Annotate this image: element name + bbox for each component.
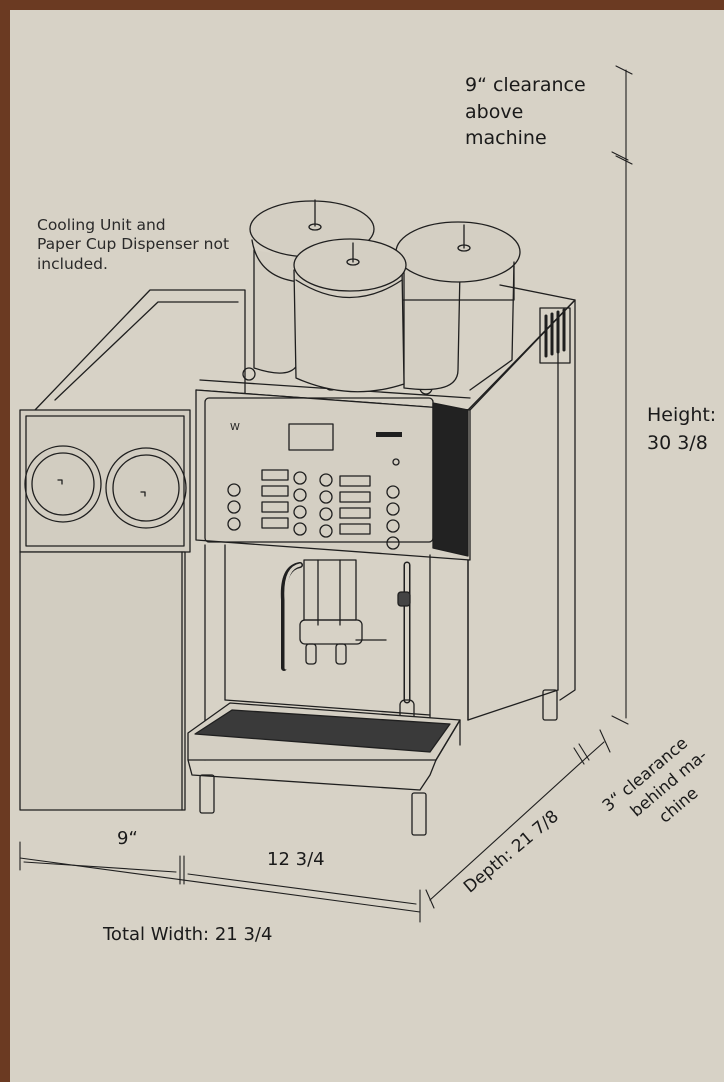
- foot: [411, 792, 427, 836]
- height-value: 30 3/8: [647, 431, 708, 454]
- clearance-line: 9“ clearance: [465, 74, 586, 96]
- machine-body: W: [187, 284, 576, 836]
- note-line: Paper Cup Dispenser not: [37, 235, 230, 254]
- total-width-label: Total Width: 21 3/4: [103, 924, 273, 945]
- cup-holder-right: [105, 447, 187, 529]
- foot: [199, 774, 215, 814]
- cooling-unit-note: Cooling Unit and Paper Cup Dispenser not…: [37, 216, 229, 274]
- foot: [542, 689, 558, 721]
- note-line: included.: [37, 254, 108, 273]
- clearance-line: above: [465, 100, 524, 123]
- diagram-frame: W: [10, 10, 724, 1082]
- cup-holder-left: [24, 445, 102, 523]
- control-buttons: [227, 469, 400, 550]
- drip-tray: [187, 702, 461, 791]
- note-line: Cooling Unit and: [37, 216, 166, 234]
- bean-hoppers: [249, 199, 521, 393]
- cooling-width-label: 9“: [117, 828, 138, 849]
- machine-illustration: W: [19, 65, 633, 923]
- brand-logo: W: [230, 422, 240, 433]
- cooling-unit: [19, 289, 246, 811]
- height-label: Height: 30 3/8: [647, 402, 716, 457]
- machine-width-label: 12 3/4: [267, 849, 325, 870]
- height-title: Height:: [647, 404, 717, 426]
- display-screen: [288, 423, 334, 451]
- top-clearance-label: 9“ clearance above machine: [465, 72, 586, 152]
- clearance-line: machine: [465, 127, 547, 150]
- dimension-lines: [19, 65, 633, 923]
